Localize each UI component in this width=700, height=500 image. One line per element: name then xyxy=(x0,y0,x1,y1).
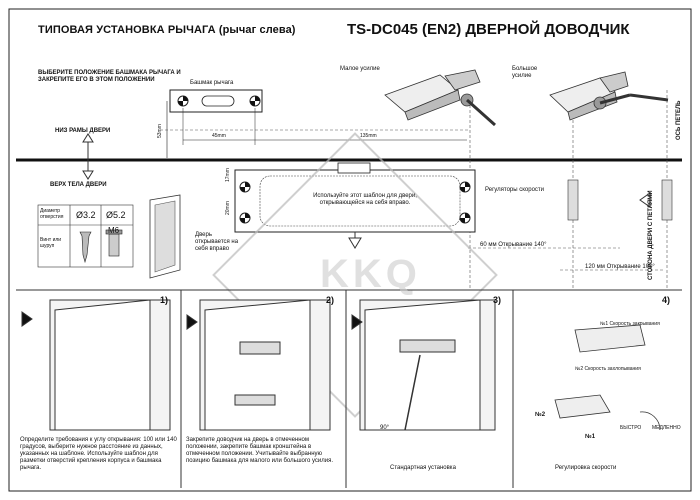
fast-label: БЫСТРО xyxy=(620,425,642,431)
panel1-text: Определите требования к углу открывания:… xyxy=(20,437,177,471)
screw-icons xyxy=(79,229,123,264)
speed2-label: №2 Скорость захлопывания xyxy=(575,366,641,372)
panel1-number: 1) xyxy=(160,295,169,305)
hinge-axis-label: ОСЬ ПЕТЕЛЬ xyxy=(676,100,682,140)
lever-shoe xyxy=(169,89,263,113)
small-force-label: Малое усилие xyxy=(340,66,380,72)
door-corner-illustration xyxy=(149,194,181,279)
diameter-2: Ø5.2 xyxy=(106,210,126,220)
panel3-text: Стандартная установка xyxy=(390,465,456,471)
panel1-door xyxy=(21,299,171,431)
panel3-door xyxy=(351,299,496,431)
n1-label: №1 xyxy=(585,434,596,440)
panel4-closer xyxy=(554,324,661,431)
small-force-illustration xyxy=(384,69,496,127)
door-frame-bottom-label: НИЗ РАМЫ ДВЕРИ xyxy=(55,128,111,134)
panel3-number: 3) xyxy=(493,295,502,305)
closer-template xyxy=(234,162,476,249)
door-body-top-label: ВЕРХ ТЕЛА ДВЕРИ xyxy=(50,182,107,188)
opening-140-label: 60 мм Открывание 140° xyxy=(480,242,547,248)
panel3-angle: 90° xyxy=(380,425,390,431)
shoe-instruction: ВЫБЕРИТЕ ПОЛОЖЕНИЕ БАШМАКА РЫЧАГА И ЗАКР… xyxy=(38,70,181,83)
opening-100-label: 120 мм Открывание 100° xyxy=(585,264,655,270)
hole-diameter-label: Диаметр отверстия xyxy=(40,208,64,220)
n2-label: №2 xyxy=(535,412,546,418)
panel2-door xyxy=(186,299,331,431)
template-note: Используйте этот шаблон для двери, откры… xyxy=(313,193,417,206)
page-frame xyxy=(8,8,692,492)
diameter-1: Ø3.2 xyxy=(76,210,96,220)
panel2-number: 2) xyxy=(326,295,335,305)
panel4-text: Регулировка скорости xyxy=(555,465,617,471)
screw-label: Винт или шуруп xyxy=(40,237,62,249)
large-force-illustration xyxy=(549,71,669,121)
m6-label: M6 xyxy=(108,226,120,235)
panels-frame xyxy=(16,289,682,488)
dim-135: 135mm xyxy=(360,133,377,139)
watermark-text: KKQ xyxy=(320,252,421,296)
vertical-double-arrow xyxy=(82,133,94,180)
right-title: TS-DC045 (EN2) ДВЕРНОЙ ДОВОДЧИК xyxy=(347,21,630,38)
hinge-illustration xyxy=(567,179,673,221)
dim-53: 53mm xyxy=(157,124,163,138)
speed-regulators-label: Регуляторы скорости xyxy=(485,187,545,193)
door-opens-note: Дверь открывается на себя вправо xyxy=(195,232,239,252)
dim-45: 45mm xyxy=(212,133,226,139)
panel2-text: Закрепите доводчик на дверь в отмеченном… xyxy=(186,437,333,464)
large-force-label: Большое усилие xyxy=(512,66,538,79)
slow-label: МЕДЛЕННО xyxy=(652,425,681,431)
shoe-label: Башмак рычага xyxy=(190,80,234,86)
hole-table xyxy=(37,204,134,268)
dim-17: 17mm xyxy=(225,168,231,182)
speed1-label: №1 Скорость закрывания xyxy=(600,321,660,327)
panel4-number: 4) xyxy=(662,295,671,305)
door-hinge-side-label: СТОРОНА ДВЕРИ С ПЕТЛЯМИ xyxy=(648,190,654,280)
left-title: ТИПОВАЯ УСТАНОВКА РЫЧАГА (рычаг слева) xyxy=(38,24,296,36)
dim-20: 20mm xyxy=(225,201,231,215)
